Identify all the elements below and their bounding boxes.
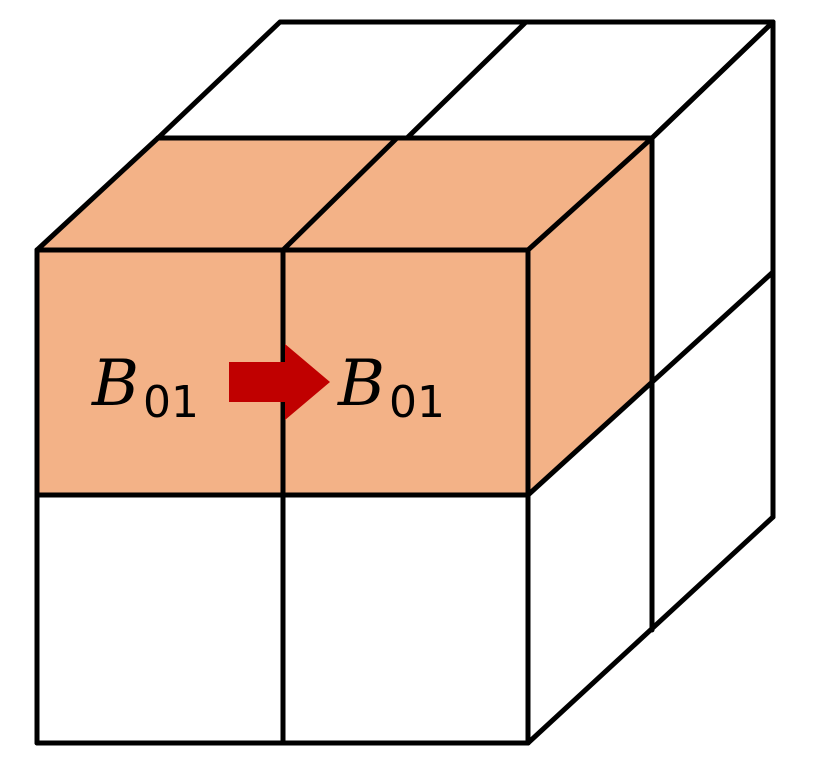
highlight-top-face	[37, 138, 652, 250]
left-block-label: B01	[91, 347, 199, 428]
front-top-edge	[34, 135, 161, 253]
right-arrow-icon	[229, 344, 330, 420]
left-label-main: B	[91, 347, 139, 421]
highlight-side-face	[528, 138, 652, 495]
side-mid-horizontal	[525, 269, 776, 498]
top-back-mid-divider	[404, 19, 529, 141]
side-bottom-edge	[525, 514, 776, 746]
right-label-main: B	[337, 347, 385, 421]
cube-edges	[34, 19, 776, 746]
left-label-sub: 01	[143, 377, 199, 428]
right-label-sub: 01	[389, 377, 445, 428]
front-top-right-diag	[525, 135, 655, 253]
top-front-divider	[280, 135, 400, 253]
right-block-label: B01	[337, 347, 445, 428]
